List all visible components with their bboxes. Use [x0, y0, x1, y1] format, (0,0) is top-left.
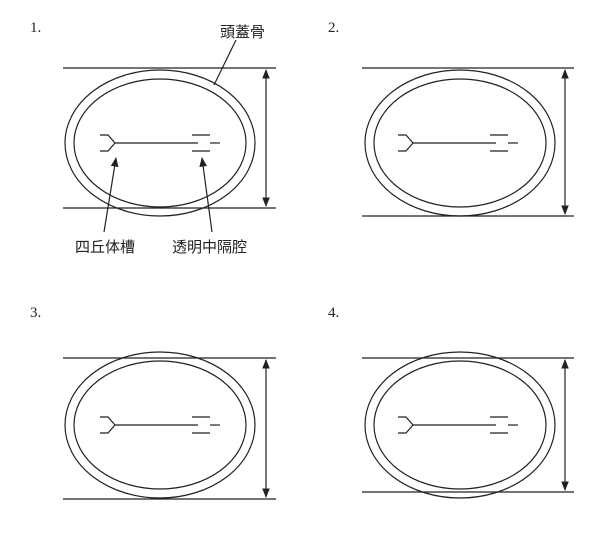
- panel-4-drawing: [362, 351, 574, 499]
- panel-1-number: 1.: [30, 20, 42, 36]
- skull-leader-line: [213, 39, 237, 86]
- panel-1-skull-outer: [64, 69, 256, 217]
- panel-1-midline: [100, 134, 220, 152]
- panel-1-drawing: [63, 39, 276, 233]
- panel-4-skull-inner: [373, 360, 547, 490]
- panel-3-skull-inner: [73, 360, 247, 490]
- panel-2-midline: [398, 134, 518, 152]
- panel-4-midline: [398, 416, 518, 434]
- panel-3-skull-outer: [64, 351, 256, 499]
- quadrigeminal-leader-line: [103, 157, 119, 233]
- panel-3-midline: [100, 416, 220, 434]
- skull-label: 頭蓋骨: [220, 23, 266, 41]
- panel-1-skull-inner: [73, 78, 247, 208]
- quadrigeminal-cistern-label: 四丘体槽: [75, 238, 136, 256]
- panel-3-drawing: [63, 351, 276, 500]
- panel-3-number: 3.: [30, 305, 42, 321]
- cavum-septum-label: 透明中隔腔: [172, 238, 248, 256]
- panel-2-skull-inner: [373, 78, 547, 208]
- panel-2-drawing: [362, 67, 574, 217]
- cavum-septum-leader-line: [199, 157, 213, 233]
- panel-2-number: 2.: [328, 20, 340, 36]
- panel-4-number: 4.: [328, 305, 340, 321]
- panel-2-skull-outer: [364, 69, 556, 217]
- panel-4-skull-outer: [364, 351, 556, 499]
